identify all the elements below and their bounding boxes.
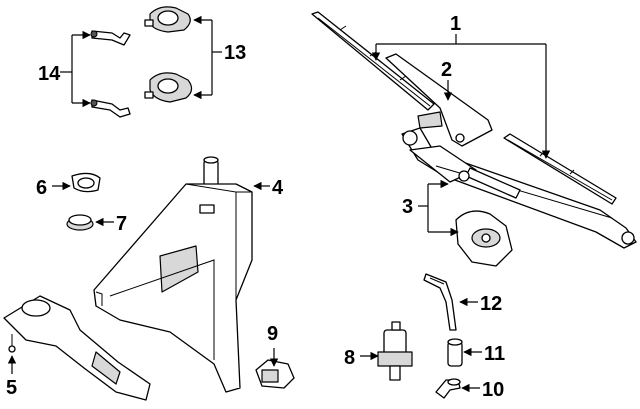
callout-11: 11 — [484, 343, 505, 365]
nozzle-lower — [144, 72, 193, 103]
callout-13: 13 — [224, 42, 246, 64]
wiper-motor — [455, 210, 513, 267]
callout-10: 10 — [482, 379, 504, 401]
wiper-arm — [385, 53, 493, 147]
wiper-linkage — [401, 127, 637, 249]
grommet-part — [66, 214, 94, 231]
washer-reservoir — [93, 156, 253, 393]
clip-part — [71, 172, 101, 193]
callout-9: 9 — [267, 323, 278, 345]
wiper-blade-left — [311, 11, 435, 111]
callout-7: 7 — [116, 213, 127, 235]
hose-lower — [90, 99, 131, 118]
callout-2: 2 — [441, 59, 452, 81]
washer-hose — [423, 273, 457, 331]
callout-1-leader — [371, 34, 551, 159]
callout-3-leader — [418, 179, 459, 237]
callout-3: 3 — [402, 196, 413, 218]
hose-elbow — [435, 378, 461, 399]
hose-connector — [447, 338, 463, 367]
callout-13-leader — [193, 15, 222, 100]
callout-1: 1 — [450, 13, 461, 35]
level-sensor — [255, 359, 295, 389]
nozzle-upper — [144, 6, 191, 33]
hose-upper — [90, 30, 131, 46]
wiper-blade-right — [503, 133, 617, 205]
callout-14-leader — [60, 30, 91, 108]
callout-14: 14 — [38, 63, 61, 85]
filler-neck — [3, 295, 151, 401]
washer-pump — [377, 321, 413, 381]
callout-12: 12 — [480, 293, 502, 315]
callout-6: 6 — [36, 177, 47, 199]
callout-4: 4 — [272, 177, 284, 199]
callout-5: 5 — [6, 377, 17, 399]
callout-8: 8 — [344, 347, 355, 369]
